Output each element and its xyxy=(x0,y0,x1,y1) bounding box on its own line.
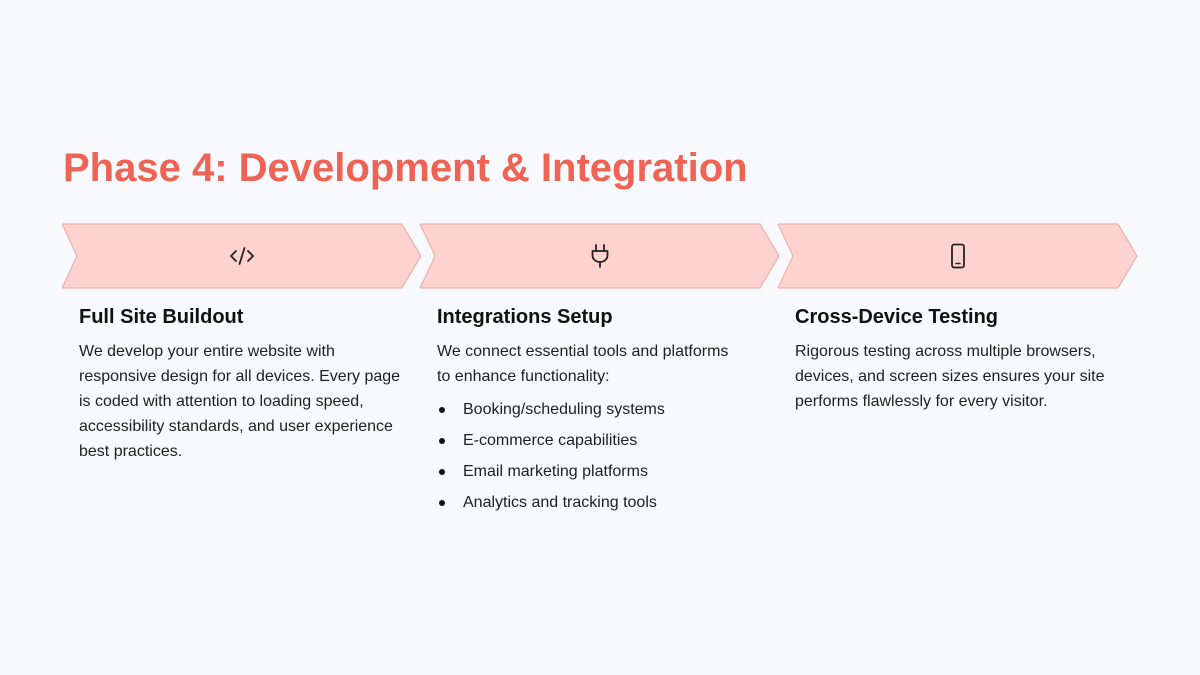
step-title: Integrations Setup xyxy=(437,306,613,328)
step-chevron xyxy=(778,223,1138,289)
bullet-icon xyxy=(439,469,445,475)
bullet-icon xyxy=(439,407,445,413)
page-title: Phase 4: Development & Integration xyxy=(63,146,748,190)
list-item-label: Email marketing platforms xyxy=(463,463,648,480)
bullet-icon xyxy=(439,438,445,444)
step-integrations-setup: Integrations Setup We connect essential … xyxy=(420,223,780,523)
list-item-label: E-commerce capabilities xyxy=(463,432,638,449)
list-item: Booking/scheduling systems xyxy=(437,397,757,428)
step-description: We develop your entire website with resp… xyxy=(79,343,401,460)
step-full-site-buildout: Full Site Buildout We develop your entir… xyxy=(62,223,422,523)
step-chevron xyxy=(420,223,780,289)
step-description: Rigorous testing across multiple browser… xyxy=(795,343,1105,410)
integration-list: Booking/scheduling systems E-commerce ca… xyxy=(437,397,757,521)
list-item: E-commerce capabilities xyxy=(437,428,757,459)
mobile-device-icon xyxy=(951,243,965,269)
list-item-label: Analytics and tracking tools xyxy=(463,494,657,511)
phase-steps: Full Site Buildout We develop your entir… xyxy=(62,223,1138,523)
bullet-icon xyxy=(439,500,445,506)
step-description: We connect essential tools and platforms… xyxy=(437,343,729,385)
code-icon xyxy=(230,247,254,265)
list-item: Email marketing platforms xyxy=(437,459,757,490)
step-cross-device-testing: Cross-Device Testing Rigorous testing ac… xyxy=(778,223,1138,523)
list-item: Analytics and tracking tools xyxy=(437,490,757,521)
plug-icon xyxy=(591,244,609,268)
list-item-label: Booking/scheduling systems xyxy=(463,401,665,418)
step-title: Cross-Device Testing xyxy=(795,306,999,328)
step-title: Full Site Buildout xyxy=(79,306,244,328)
